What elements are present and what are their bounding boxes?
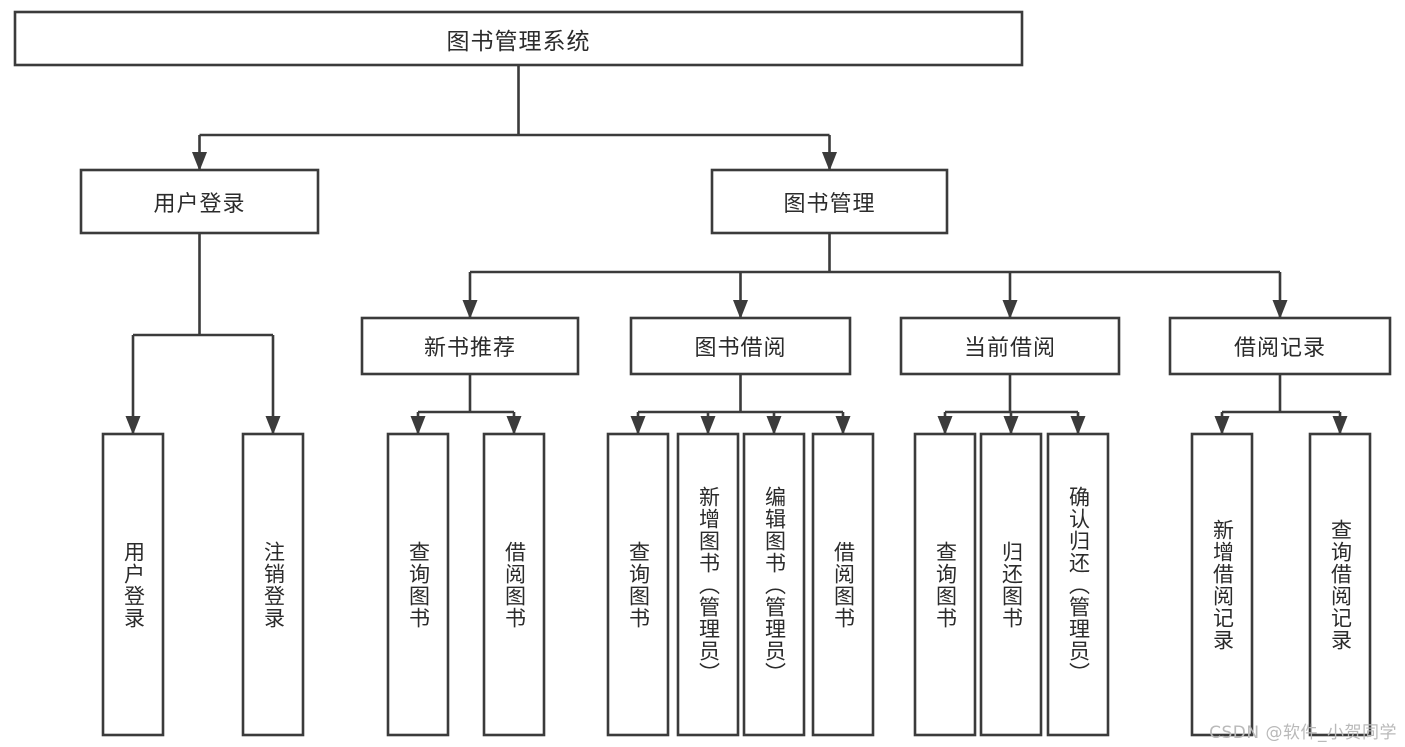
- arrow-head-icon: [1003, 416, 1019, 435]
- node-box-leaf-cb-query-book[interactable]: [913, 432, 977, 737]
- watermark-text: CSDN @软件_小贺同学: [1209, 723, 1397, 743]
- node-box-user-login[interactable]: [79, 168, 320, 235]
- node-box-leaf-bb-borrow-book[interactable]: [811, 432, 875, 737]
- node-box-leaf-user-login[interactable]: [101, 432, 165, 737]
- node-box-leaf-br-query-record[interactable]: [1308, 432, 1372, 737]
- arrow-head-icon: [700, 416, 716, 435]
- node-box-leaf-rec-query-book[interactable]: [386, 432, 450, 737]
- node-box-leaf-rec-borrow-book[interactable]: [482, 432, 546, 737]
- arrow-head-icon: [937, 416, 953, 435]
- node-box-leaf-cb-return-book[interactable]: [979, 432, 1043, 737]
- arrow-head-icon: [1332, 416, 1348, 435]
- node-box-new-book-recommend[interactable]: [360, 316, 580, 376]
- arrow-head-icon: [1002, 300, 1018, 319]
- node-box-layer: [13, 10, 1392, 737]
- node-box-root[interactable]: [13, 10, 1024, 67]
- arrow-head-icon: [733, 300, 748, 319]
- arrow-head-icon: [192, 152, 207, 171]
- arrow-head-icon: [462, 300, 478, 319]
- connector-layer: [125, 65, 1348, 435]
- arrow-head-icon: [125, 416, 141, 435]
- node-box-borrow-record[interactable]: [1168, 316, 1392, 376]
- arrow-head-icon: [1214, 416, 1230, 435]
- arrow-head-icon: [1272, 300, 1288, 319]
- arrow-head-icon: [766, 416, 782, 435]
- arrow-head-icon: [506, 416, 522, 435]
- node-box-leaf-bb-add-book[interactable]: [676, 432, 740, 737]
- arrow-head-icon: [265, 416, 281, 435]
- node-box-leaf-cb-confirm-return[interactable]: [1046, 432, 1110, 737]
- arrow-head-icon: [835, 416, 851, 435]
- arrow-head-icon: [1070, 416, 1086, 435]
- arrow-head-icon: [822, 152, 837, 171]
- node-box-leaf-br-add-record[interactable]: [1190, 432, 1254, 737]
- arrow-head-icon: [410, 416, 426, 435]
- node-box-leaf-bb-query-book[interactable]: [606, 432, 670, 737]
- node-box-book-borrow[interactable]: [629, 316, 852, 376]
- node-box-leaf-bb-edit-book[interactable]: [742, 432, 806, 737]
- node-box-book-manage[interactable]: [710, 168, 949, 235]
- node-box-leaf-logout[interactable]: [241, 432, 305, 737]
- node-box-current-borrow[interactable]: [899, 316, 1121, 376]
- arrow-head-icon: [630, 416, 646, 435]
